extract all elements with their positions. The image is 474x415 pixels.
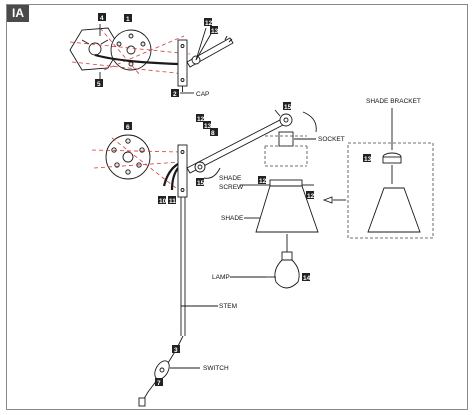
switch: [138, 360, 200, 407]
label-shade: SHADE: [221, 215, 244, 222]
callout-13: 13: [204, 123, 212, 130]
label-cap: CAP: [196, 91, 209, 98]
callout-12: 12: [197, 116, 205, 123]
wires-top: [94, 24, 179, 80]
figure-tag: IA: [7, 5, 29, 22]
wall-bracket-bottom: [177, 144, 188, 198]
callout-12-screw-right: 12: [307, 193, 315, 200]
lamp-bulb: [266, 234, 300, 289]
callout-15: 15: [197, 180, 205, 187]
callout-5: 5: [97, 81, 101, 88]
label-shade-bracket: SHADE BRACKET: [366, 98, 421, 105]
callout-12-top: 12: [205, 20, 213, 27]
mounting-plate-bottom: [105, 134, 151, 180]
leaders-top: [180, 27, 213, 94]
diagram-frame: IA: [6, 4, 468, 410]
callout-11: 11: [169, 198, 176, 205]
wires-bottom: [162, 163, 179, 191]
wall-dashed-guides-bottom: [91, 137, 181, 189]
arm-top: [186, 35, 234, 68]
callout-13-bracket: 13: [364, 156, 372, 163]
wall-dashed-guides-top: [69, 27, 191, 76]
callout-7: 7: [157, 380, 161, 387]
callout-3: 3: [174, 347, 178, 354]
label-stem: STEM: [219, 303, 237, 310]
callout-15-socket: 15: [284, 104, 292, 111]
callout-12-screw-left: 12: [259, 178, 267, 185]
callout-1: 1: [126, 16, 130, 23]
wall-bracket-top: [177, 39, 188, 92]
shade-bracket-detail: [322, 108, 434, 239]
callout-13-top: 13: [211, 28, 219, 35]
mounting-plate-top: [110, 29, 152, 71]
label-shade-screw-2: SCREW: [219, 184, 244, 191]
callout-4-top: 4: [100, 15, 104, 22]
socket-assembly: [264, 109, 317, 167]
callout-2: 2: [173, 91, 177, 98]
label-shade-screw-1: SHADE: [219, 175, 242, 182]
arm-bottom: [186, 119, 284, 179]
callout-8: 8: [211, 130, 215, 137]
label-switch: SWITCH: [203, 365, 229, 372]
label-lamp: LAMP: [212, 274, 230, 281]
callout-14: 14: [303, 275, 311, 282]
callout-6: 6: [126, 124, 130, 131]
shade: [255, 179, 319, 233]
label-socket: SOCKET: [318, 136, 345, 143]
callout-badges: 4 1 12 13 5 2 6 12 13 8 15 15 10 11 12 1…: [95, 13, 372, 387]
callout-10: 10: [159, 198, 167, 205]
